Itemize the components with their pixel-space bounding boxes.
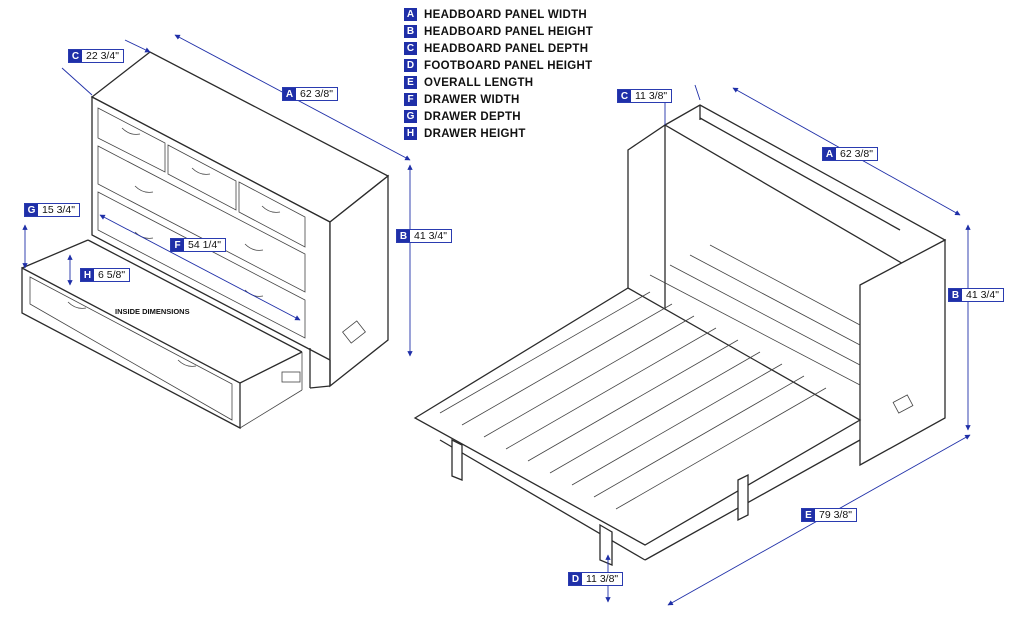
dim-tag-value: 41 3/4" (966, 289, 999, 301)
dim-tag-letter: B (397, 230, 410, 242)
dim-tag-g: G 15 3/4" (24, 203, 80, 217)
dim-tag-letter: G (25, 204, 38, 216)
dim-tag-f: F 54 1/4" (170, 238, 226, 252)
legend-item: A HEADBOARD PANEL WIDTH (404, 6, 593, 23)
legend-item: E OVERALL LENGTH (404, 74, 593, 91)
cabinet-drawing (21, 34, 413, 430)
legend-item: G DRAWER DEPTH (404, 108, 593, 125)
dim-tag-letter: C (69, 50, 82, 62)
legend-key: F (404, 93, 417, 106)
legend-label: HEADBOARD PANEL DEPTH (424, 42, 589, 55)
dim-tag-value: 62 3/8" (840, 148, 873, 160)
dim-tag-a-right: A 62 3/8" (822, 147, 878, 161)
dim-tag-value: 41 3/4" (414, 230, 447, 242)
legend-key: G (404, 110, 417, 123)
legend-key: H (404, 127, 417, 140)
dim-tag-value: 15 3/4" (42, 204, 75, 216)
legend-item: C HEADBOARD PANEL DEPTH (404, 40, 593, 57)
legend-item: H DRAWER HEIGHT (404, 125, 593, 142)
inside-dimensions-label: INSIDE DIMENSIONS (115, 307, 190, 316)
legend-label: DRAWER WIDTH (424, 93, 520, 106)
dim-tag-value: 6 5/8" (98, 269, 126, 281)
dim-tag-a-left: A 62 3/8" (282, 87, 338, 101)
legend-label: OVERALL LENGTH (424, 76, 534, 89)
dim-tag-h: H 6 5/8" (80, 268, 131, 282)
dim-tag-letter: A (823, 148, 836, 160)
legend-label: HEADBOARD PANEL WIDTH (424, 8, 588, 21)
dim-tag-letter: A (283, 88, 296, 100)
dim-tag-value: 11 3/8" (635, 90, 668, 102)
legend-label: DRAWER DEPTH (424, 110, 521, 123)
legend-key: D (404, 59, 417, 72)
dim-tag-letter: B (949, 289, 962, 301)
dim-tag-c-right: C 11 3/8" (617, 89, 673, 103)
dim-tag-b-left: B 41 3/4" (396, 229, 452, 243)
bed-top (663, 104, 947, 266)
legend: A HEADBOARD PANEL WIDTH B HEADBOARD PANEL … (404, 6, 593, 142)
legend-label: DRAWER HEIGHT (424, 127, 526, 140)
dim-tag-b-right: B 41 3/4" (948, 288, 1004, 302)
bed-right-side (859, 238, 946, 467)
dim-tag-e: E 79 3/8" (801, 508, 857, 522)
dim-tag-c-left: C 22 3/4" (68, 49, 124, 63)
dim-tag-letter: C (618, 90, 631, 102)
dim-tag-d: D 11 3/8" (568, 572, 624, 586)
legend-item: D FOOTBOARD PANEL HEIGHT (404, 57, 593, 74)
dim-tag-value: 79 3/8" (819, 509, 852, 521)
dim-tag-value: 62 3/8" (300, 88, 333, 100)
dim-tag-value: 11 3/8" (586, 573, 619, 585)
legend-label: FOOTBOARD PANEL HEIGHT (424, 59, 593, 72)
legend-key: B (404, 25, 417, 38)
bed-platform (413, 287, 862, 546)
legend-item: B HEADBOARD PANEL HEIGHT (404, 23, 593, 40)
dim-tag-letter: F (171, 239, 184, 251)
dim-tag-value: 22 3/4" (86, 50, 119, 62)
legend-label: HEADBOARD PANEL HEIGHT (424, 25, 594, 38)
bed-drawing (413, 84, 971, 606)
dim-tag-letter: E (802, 509, 815, 521)
dim-tag-value: 54 1/4" (188, 239, 221, 251)
dim-tag-letter: H (81, 269, 94, 281)
legend-key: C (404, 42, 417, 55)
cabinet-side (329, 174, 389, 388)
legend-item: F DRAWER WIDTH (404, 91, 593, 108)
legend-key: E (404, 76, 417, 89)
dim-tag-letter: D (569, 573, 582, 585)
legend-key: A (404, 8, 417, 21)
